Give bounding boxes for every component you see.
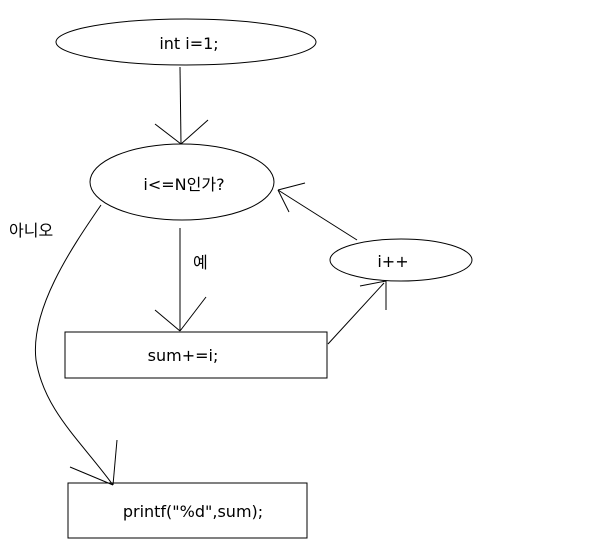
arrow-body-to-increment — [327, 280, 387, 345]
arrow-condition-to-output — [34, 204, 118, 486]
init-node-shape — [55, 18, 317, 66]
arrow-init-to-condition — [154, 66, 209, 145]
output-node-shape — [67, 482, 308, 539]
body-node-shape — [64, 331, 328, 379]
init-node-label: int i=1; — [159, 34, 218, 53]
condition-node-shape — [89, 143, 275, 221]
body-node-label: sum+=i; — [148, 346, 219, 365]
output-node-label: printf("%d",sum); — [123, 502, 263, 521]
no-edge-label: 아니오 — [9, 221, 53, 240]
increment-node-label: i++ — [377, 252, 408, 271]
condition-node-label: i<=N인가? — [143, 175, 224, 194]
yes-edge-label: 예 — [193, 253, 208, 272]
arrow-condition-to-body — [154, 228, 207, 332]
increment-node-shape — [329, 238, 473, 282]
arrow-increment-to-condition — [277, 182, 358, 241]
